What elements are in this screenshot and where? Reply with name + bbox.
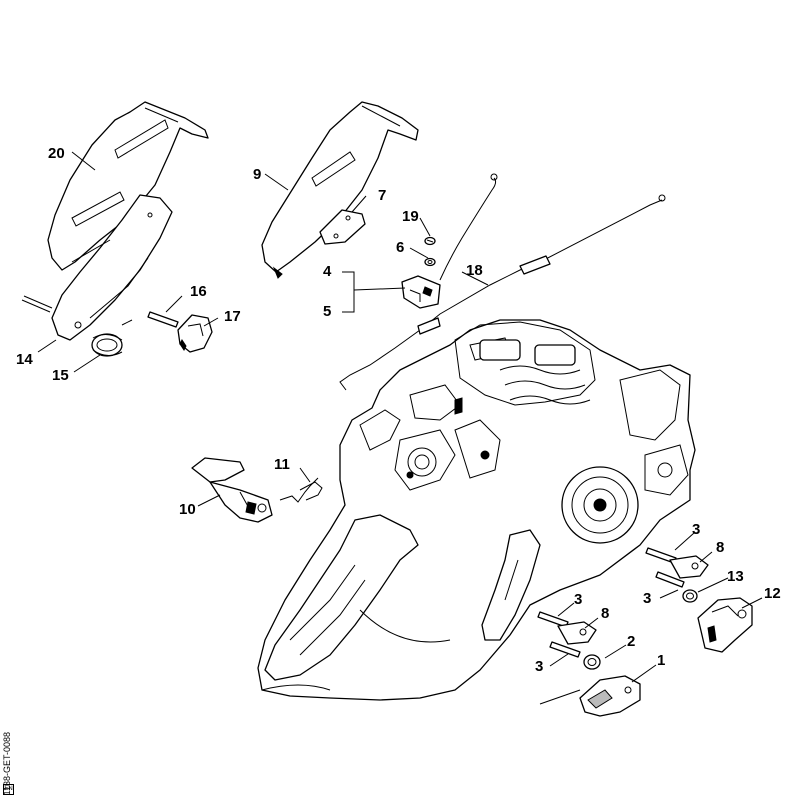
callout-3c: 3 [574,591,583,608]
part-4-5-switch-assembly [401,275,441,309]
callout-3a: 3 [692,521,701,538]
leader-lines [37,151,763,705]
callout-13: 13 [727,568,744,585]
code-box: EN [3,784,14,795]
part-8-lever-a [669,555,709,579]
callout-10: 10 [179,501,196,518]
callout-5: 5 [323,303,332,320]
callout-1: 1 [657,652,666,669]
part-20-handle-cover [47,101,209,271]
callout-15: 15 [52,367,69,384]
callout-20: 20 [48,145,65,162]
callout-11: 11 [274,456,290,473]
callout-19: 19 [402,208,419,225]
part-11-spring-wire [279,477,323,503]
pin-14 [21,299,51,313]
callout-2: 2 [627,633,636,650]
part-12-bracket [697,597,753,653]
part-10-trigger [191,457,273,523]
part-17-throttle-lock [177,314,213,353]
part-18-cable [339,173,666,391]
callout-7: 7 [378,187,387,204]
callout-3d: 3 [535,658,544,675]
callout-14: 14 [16,351,33,368]
part-6-nut [424,257,436,267]
part-housing-engine [257,319,696,701]
callout-16: 16 [190,283,207,300]
part-13-bushing [682,589,698,603]
part-3-pin-d [549,641,581,658]
callout-3b: 3 [643,590,652,607]
callout-4: 4 [323,263,332,280]
part-14-handle-molding [51,194,173,341]
part-15-spring [91,319,133,357]
part-1-bracket [579,675,641,717]
part-19-screw [424,236,436,246]
part-2-bushing [583,654,601,670]
callout-8a: 8 [716,539,725,556]
callout-12: 12 [764,585,781,602]
part-3-pin-b [655,571,685,588]
callout-6: 6 [396,239,405,256]
callout-18: 18 [466,262,483,279]
part-9-handle-half [261,101,419,279]
part-7-plate [319,209,366,245]
part-8-lever-b [557,621,597,645]
callout-8b: 8 [601,605,610,622]
callout-17: 17 [224,308,241,325]
part-16-pin [147,311,179,328]
callout-9: 9 [253,166,262,183]
